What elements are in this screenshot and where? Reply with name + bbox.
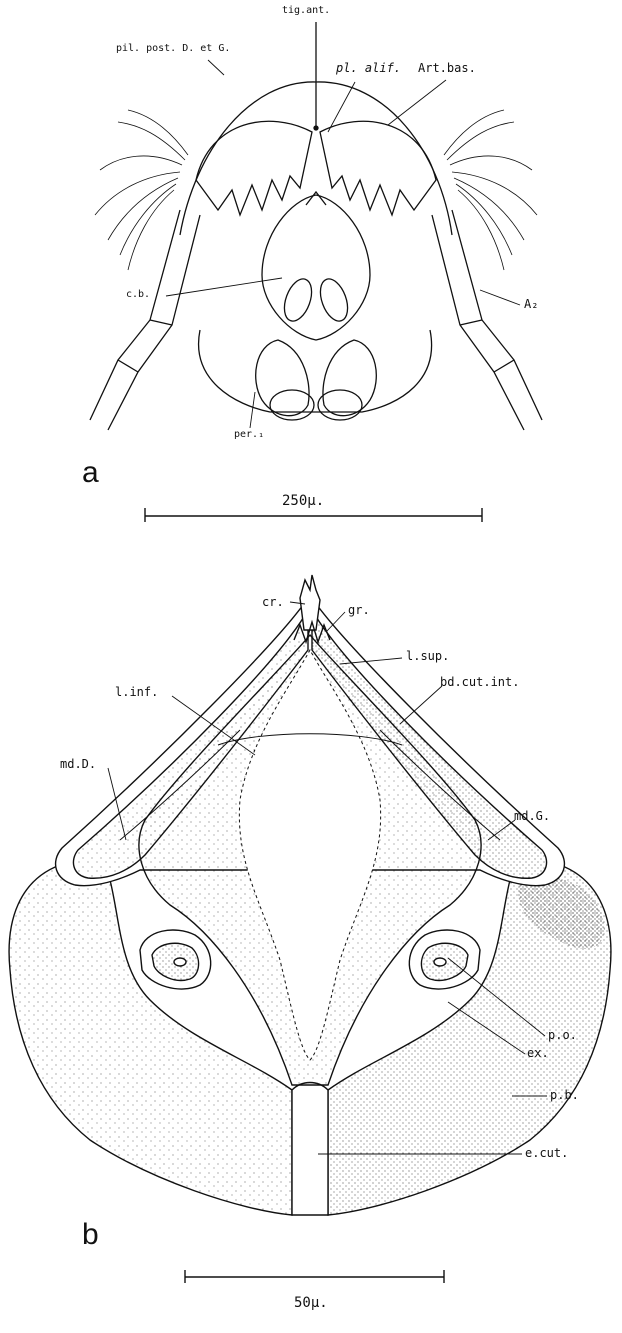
label-pil-post: pil. post. D. et G. bbox=[116, 44, 230, 54]
left-pore bbox=[140, 930, 211, 989]
label-md-d: md.D. bbox=[60, 758, 96, 770]
right-antenna bbox=[452, 210, 542, 420]
central-body bbox=[262, 195, 370, 340]
art-bas-pointer bbox=[388, 80, 446, 125]
left-antenna bbox=[90, 210, 180, 420]
panel-b-drawing bbox=[9, 575, 611, 1215]
left-setae bbox=[95, 110, 188, 270]
label-pb: p.b. bbox=[550, 1089, 579, 1101]
label-per1: per.₁ bbox=[234, 430, 264, 440]
panel-letter-b: b bbox=[82, 1220, 99, 1250]
per1-pointer bbox=[250, 392, 255, 428]
cr-teeth bbox=[300, 575, 320, 630]
panel-a-drawing bbox=[90, 22, 542, 430]
label-pl-alif: pl. alif. bbox=[336, 62, 401, 74]
right-alif-plate bbox=[320, 121, 436, 215]
label-e-cut: e.cut. bbox=[525, 1147, 568, 1159]
label-po: p.o. bbox=[548, 1029, 577, 1041]
pil-post-pointer bbox=[208, 60, 224, 75]
left-alif-plate bbox=[196, 121, 312, 215]
label-l-inf: l.inf. bbox=[115, 686, 158, 698]
label-ex: ex. bbox=[527, 1047, 549, 1059]
scale-label-b: 50µ. bbox=[294, 1296, 328, 1310]
label-a2: A₂ bbox=[524, 298, 538, 310]
scale-bar-a bbox=[145, 508, 482, 522]
right-per1-lobe bbox=[323, 340, 376, 416]
label-art-bas: Art.bas. bbox=[418, 62, 476, 74]
e-cut-strip bbox=[292, 1083, 328, 1216]
right-pore bbox=[409, 930, 480, 989]
left-per1-lobe bbox=[256, 340, 309, 416]
label-gr: gr. bbox=[348, 604, 370, 616]
label-cr: cr. bbox=[262, 596, 284, 608]
label-tig-ant: tig.ant. bbox=[282, 6, 330, 16]
scale-label-a: 250µ. bbox=[282, 494, 324, 508]
panel-letter-a: a bbox=[82, 458, 99, 488]
label-l-sup: l.sup. bbox=[406, 650, 449, 662]
scale-bar-b bbox=[185, 1270, 444, 1283]
label-cb: c.b. bbox=[126, 290, 150, 300]
right-setae bbox=[444, 110, 537, 270]
a2-pointer bbox=[480, 290, 520, 305]
label-md-g: md.G. bbox=[514, 810, 550, 822]
label-bd-cut-int: bd.cut.int. bbox=[440, 676, 519, 688]
head-ventral-outline bbox=[199, 330, 432, 412]
